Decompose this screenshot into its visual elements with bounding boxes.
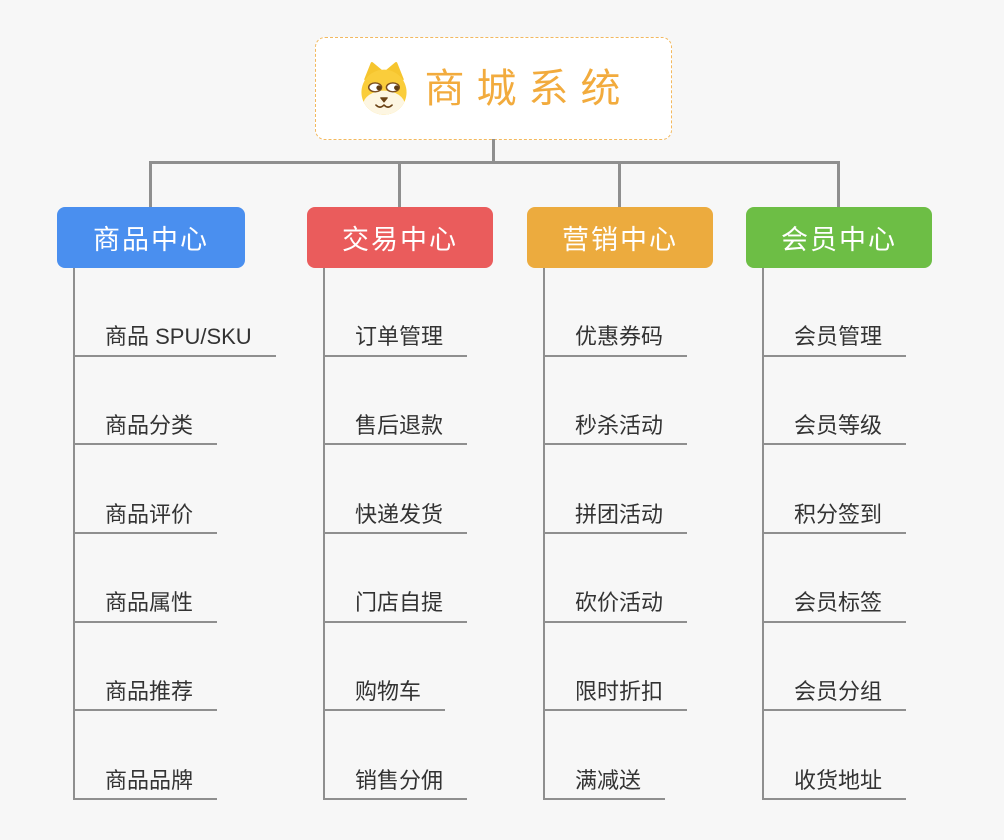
mindmap-item[interactable]: 商品属性 — [75, 534, 218, 623]
connector-drop-member — [837, 161, 840, 208]
connector-drop-marketing — [618, 161, 621, 208]
branch-group-marketing: 营销中心 优惠券码 秒杀活动 拼团活动 砍价活动 限时折扣 满减送 — [527, 207, 713, 800]
mindmap-item-label: 限时折扣 — [575, 678, 664, 704]
mindmap-item[interactable]: 商品评价 — [75, 445, 218, 534]
mindmap-item[interactable]: 秒杀活动 — [545, 357, 688, 446]
branch-header-marketing[interactable]: 营销中心 — [527, 207, 713, 268]
mindmap-item[interactable]: 门店自提 — [325, 534, 468, 623]
connector-drop-product — [149, 161, 152, 208]
branch-header-product[interactable]: 商品中心 — [57, 207, 245, 268]
mindmap-item[interactable]: 积分签到 — [764, 445, 907, 534]
mindmap-item[interactable]: 商品品牌 — [75, 711, 218, 800]
branch-group-product: 商品中心 商品 SPU/SKU 商品分类 商品评价 商品属性 商品推荐 商品品牌 — [57, 207, 276, 800]
mindmap-item-label: 会员标签 — [794, 590, 883, 616]
branch-column-product: 商品 SPU/SKU 商品分类 商品评价 商品属性 商品推荐 商品品牌 — [73, 268, 276, 800]
connector-stem — [492, 139, 495, 163]
mindmap-item-label: 商品分类 — [105, 412, 194, 438]
mindmap-item[interactable]: 快递发货 — [325, 445, 468, 534]
mindmap-item-label: 秒杀活动 — [575, 412, 664, 438]
mindmap-item-label: 收货地址 — [794, 767, 883, 793]
connector-drop-trade — [398, 161, 401, 208]
mindmap-item-label: 商品属性 — [105, 590, 194, 616]
branch-header-trade[interactable]: 交易中心 — [307, 207, 493, 268]
mindmap-item[interactable]: 拼团活动 — [545, 445, 688, 534]
mindmap-item-label: 会员管理 — [794, 324, 883, 350]
mindmap-item[interactable]: 商品分类 — [75, 357, 218, 446]
branch-column-trade: 订单管理 售后退款 快递发货 门店自提 购物车 销售分佣 — [323, 268, 493, 800]
mindmap-item-label: 砍价活动 — [575, 590, 664, 616]
mindmap-item-label: 商品品牌 — [105, 767, 194, 793]
mindmap-item-label: 快递发货 — [355, 501, 444, 527]
mindmap-item[interactable]: 砍价活动 — [545, 534, 688, 623]
mindmap-item[interactable]: 商品推荐 — [75, 623, 218, 712]
mindmap-item-label: 购物车 — [355, 678, 422, 704]
mindmap-item[interactable]: 收货地址 — [764, 711, 907, 800]
mindmap-item-label: 积分签到 — [794, 501, 883, 527]
connector-horizontal — [149, 161, 840, 164]
root-node[interactable]: 商城系统 — [315, 37, 672, 140]
mindmap-item-label: 优惠券码 — [575, 324, 664, 350]
mindmap-item-label: 售后退款 — [355, 412, 444, 438]
mindmap-item-label: 商品推荐 — [105, 678, 194, 704]
mindmap-item[interactable]: 会员标签 — [764, 534, 907, 623]
mindmap-item-label: 拼团活动 — [575, 501, 664, 527]
branch-group-member: 会员中心 会员管理 会员等级 积分签到 会员标签 会员分组 收货地址 — [746, 207, 932, 800]
mindmap-item[interactable]: 满减送 — [545, 711, 666, 800]
mindmap-item-label: 商品 SPU/SKU — [105, 324, 252, 350]
branch-header-member[interactable]: 会员中心 — [746, 207, 932, 268]
mindmap-item[interactable]: 售后退款 — [325, 357, 468, 446]
mindmap-item[interactable]: 购物车 — [325, 623, 446, 712]
mindmap-item[interactable]: 优惠券码 — [545, 268, 688, 357]
mindmap-item[interactable]: 订单管理 — [325, 268, 468, 357]
dog-face-icon — [360, 61, 407, 115]
mindmap-item[interactable]: 限时折扣 — [545, 623, 688, 712]
mindmap-item-label: 会员等级 — [794, 412, 883, 438]
mindmap-item[interactable]: 会员分组 — [764, 623, 907, 712]
mindmap-item-label: 订单管理 — [355, 324, 444, 350]
branch-column-member: 会员管理 会员等级 积分签到 会员标签 会员分组 收货地址 — [762, 268, 932, 800]
mindmap-item-label: 商品评价 — [105, 501, 194, 527]
mindmap-item[interactable]: 会员管理 — [764, 268, 907, 357]
mindmap-item-label: 满减送 — [575, 767, 642, 793]
mindmap-item-label: 销售分佣 — [355, 767, 444, 793]
branch-column-marketing: 优惠券码 秒杀活动 拼团活动 砍价活动 限时折扣 满减送 — [543, 268, 713, 800]
root-title: 商城系统 — [424, 66, 633, 111]
branch-group-trade: 交易中心 订单管理 售后退款 快递发货 门店自提 购物车 销售分佣 — [307, 207, 493, 800]
mindmap-item[interactable]: 会员等级 — [764, 357, 907, 446]
mindmap-item[interactable]: 销售分佣 — [325, 711, 468, 800]
mindmap-item-label: 门店自提 — [355, 590, 444, 616]
mindmap-item-label: 会员分组 — [794, 678, 883, 704]
mindmap-item[interactable]: 商品 SPU/SKU — [75, 268, 276, 357]
